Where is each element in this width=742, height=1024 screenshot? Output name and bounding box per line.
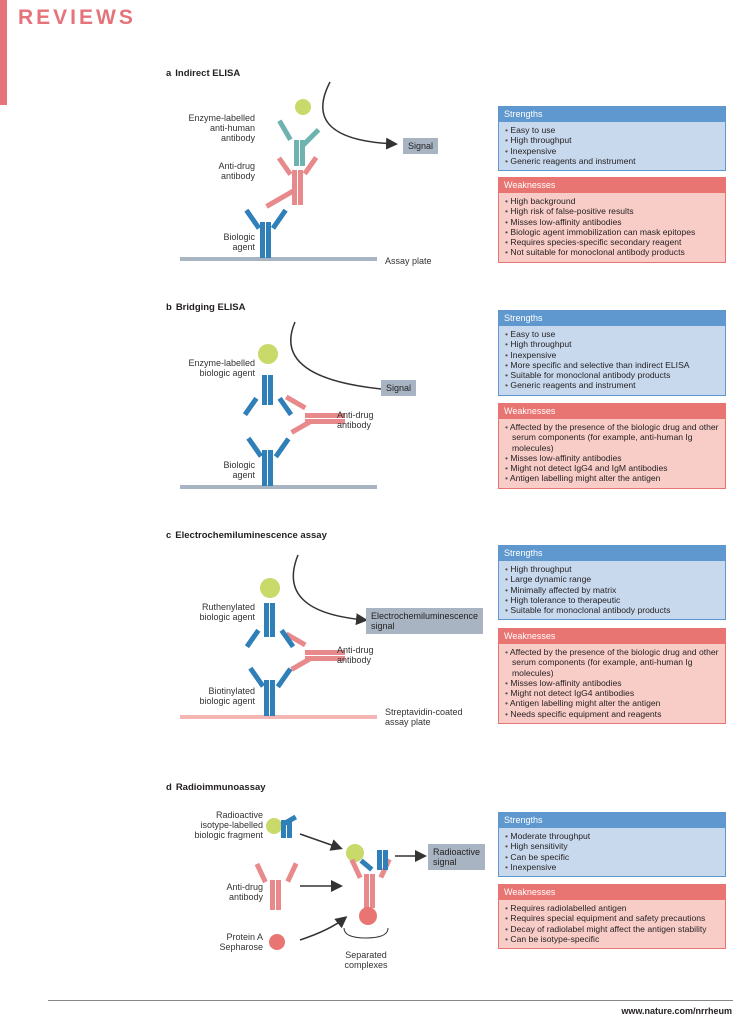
list-item: High background xyxy=(505,196,719,206)
list-item: Requires special equipment and safety pr… xyxy=(505,913,719,923)
label-anti-drug-antibody: Anti-drug antibody xyxy=(337,410,374,430)
weaknesses-header: Weaknesses xyxy=(498,403,726,419)
footer-url[interactable]: www.nature.com/nrrheum xyxy=(621,1006,732,1016)
list-item: High throughput xyxy=(505,135,719,145)
list-item: Requires species-specific secondary reag… xyxy=(505,237,719,247)
strengths-header: Strengths xyxy=(498,310,726,326)
list-item: Misses low-affinity antibodies xyxy=(505,678,719,688)
strengths-header: Strengths xyxy=(498,545,726,561)
label-biologic-agent: Biologic agent xyxy=(223,460,255,480)
list-item: High sensitivity xyxy=(505,841,719,851)
list-item: Easy to use xyxy=(505,125,719,135)
weaknesses-header: Weaknesses xyxy=(498,177,726,193)
list-item: More specific and selective than indirec… xyxy=(505,360,719,370)
list-item: High throughput xyxy=(505,564,719,574)
section-bar xyxy=(0,0,7,105)
list-item: High throughput xyxy=(505,339,719,349)
list-item: Might not detect IgG4 and IgM antibodies xyxy=(505,463,719,473)
panel-d-art xyxy=(254,814,427,950)
panel-a-art xyxy=(180,81,398,261)
label-streptavidin-plate: Streptavidin-coated assay plate xyxy=(385,707,463,727)
list-item: Needs specific equipment and reagents xyxy=(505,709,719,719)
label-biotinylated: Biotinylated biologic agent xyxy=(199,686,255,706)
footer-divider xyxy=(48,1000,733,1001)
weaknesses-box-a: Weaknesses High background High risk of … xyxy=(498,177,726,263)
list-item: Large dynamic range xyxy=(505,574,719,584)
weaknesses-box-c: Weaknesses Affected by the presence of t… xyxy=(498,628,726,725)
weaknesses-header: Weaknesses xyxy=(498,884,726,900)
label-separated-complexes: Separated complexes xyxy=(344,950,388,970)
strengths-header: Strengths xyxy=(498,106,726,122)
strengths-box-b: Strengths Easy to use High throughput In… xyxy=(498,310,726,396)
list-item: Antigen labelling might alter the antige… xyxy=(505,473,719,483)
list-item: Misses low-affinity antibodies xyxy=(505,453,719,463)
list-item: Affected by the presence of the biologic… xyxy=(505,422,719,453)
list-item: Generic reagents and instrument xyxy=(505,380,719,390)
label-biologic-agent: Biologic agent xyxy=(223,232,255,252)
list-item: Can be isotype-specific xyxy=(505,934,719,944)
list-item: Not suitable for monoclonal antibody pro… xyxy=(505,247,719,257)
list-item: Minimally affected by matrix xyxy=(505,585,719,595)
list-item: Inexpensive xyxy=(505,862,719,872)
list-item: Misses low-affinity antibodies xyxy=(505,217,719,227)
assay-plate-b xyxy=(180,485,377,489)
list-item: Suitable for monoclonal antibody product… xyxy=(505,370,719,380)
list-item: Generic reagents and instrument xyxy=(505,156,719,166)
list-item: Requires radiolabelled antigen xyxy=(505,903,719,913)
weaknesses-box-d: Weaknesses Requires radiolabelled antige… xyxy=(498,884,726,950)
list-item: High risk of false-positive results xyxy=(505,206,719,216)
list-item: Suitable for monoclonal antibody product… xyxy=(505,605,719,615)
strengths-box-c: Strengths High throughput Large dynamic … xyxy=(498,545,726,621)
list-item: Can be specific xyxy=(505,852,719,862)
list-item: Inexpensive xyxy=(505,350,719,360)
weaknesses-box-b: Weaknesses Affected by the presence of t… xyxy=(498,403,726,489)
list-item: Affected by the presence of the biologic… xyxy=(505,647,719,678)
signal-box-c: Electrochemiluminescence signal xyxy=(366,608,484,634)
panel-c-art xyxy=(180,554,377,719)
label-anti-drug-antibody: Anti-drug antibody xyxy=(226,882,263,902)
list-item: Easy to use xyxy=(505,329,719,339)
list-item: High tolerance to therapeutic xyxy=(505,595,719,605)
label-anti-drug-antibody: Anti-drug antibody xyxy=(337,645,374,665)
assay-plate-a xyxy=(180,257,377,261)
list-item: Might not detect IgG4 antibodies xyxy=(505,688,719,698)
list-item: Biologic agent immobilization can mask e… xyxy=(505,227,719,237)
list-item: Decay of radiolabel might affect the ant… xyxy=(505,924,719,934)
signal-box-d: Radioactive signal xyxy=(428,844,486,870)
streptavidin-plate xyxy=(180,715,377,719)
label-anti-drug-antibody: Anti-drug antibody xyxy=(218,161,255,181)
strengths-box-a: Strengths Easy to use High throughput In… xyxy=(498,106,726,172)
weaknesses-header: Weaknesses xyxy=(498,628,726,644)
panel-b-art xyxy=(180,321,395,489)
strengths-header: Strengths xyxy=(498,812,726,828)
signal-box-a: Signal xyxy=(403,138,439,154)
list-item: Inexpensive xyxy=(505,146,719,156)
label-enzyme-biologic: Enzyme-labelled biologic agent xyxy=(188,358,255,378)
label-enzyme-antibody: Enzyme-labelled anti-human antibody xyxy=(188,113,255,143)
label-assay-plate: Assay plate xyxy=(385,256,432,266)
strengths-box-d: Strengths Moderate throughput High sensi… xyxy=(498,812,726,878)
label-protein-a: Protein A Sepharose xyxy=(219,932,263,952)
label-radioactive-fragment: Radioactive isotype-labelled biologic fr… xyxy=(194,810,263,840)
list-item: Antigen labelling might alter the antige… xyxy=(505,698,719,708)
signal-box-b: Signal xyxy=(381,380,417,396)
list-item: Moderate throughput xyxy=(505,831,719,841)
label-ruthenylated: Ruthenylated biologic agent xyxy=(199,602,255,622)
section-header: REVIEWS xyxy=(18,6,136,29)
